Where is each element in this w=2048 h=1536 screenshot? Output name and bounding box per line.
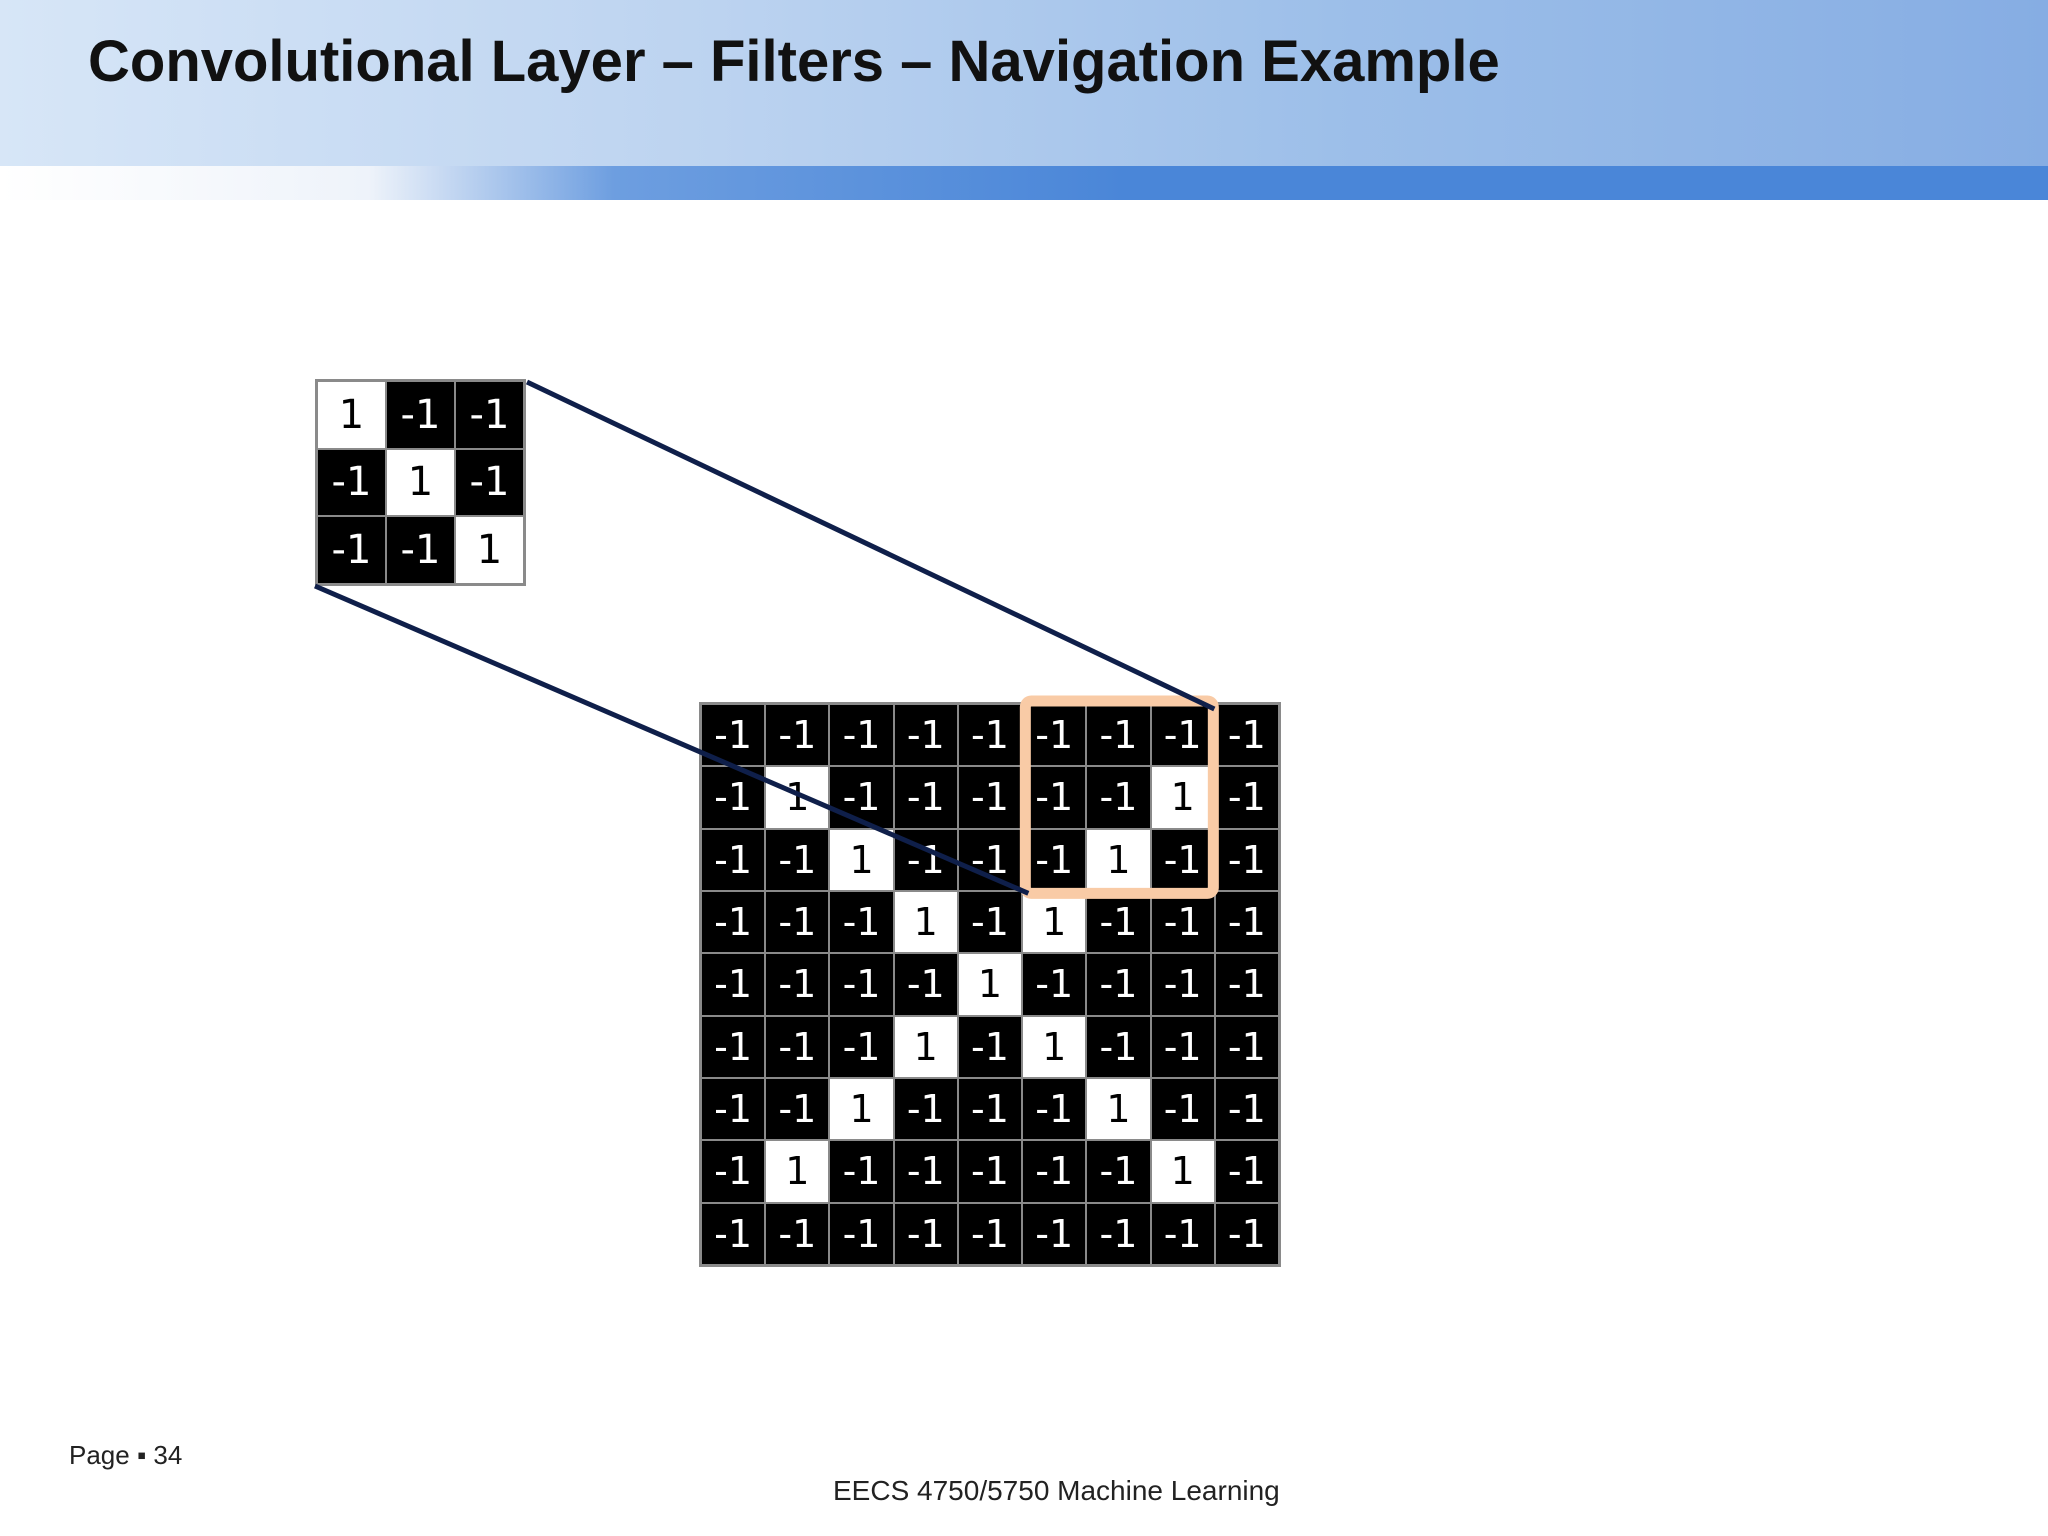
image-cell: -1	[893, 1077, 958, 1141]
header-stripe	[0, 166, 2048, 200]
filter-cell: -1	[386, 381, 455, 449]
image-cell: 1	[1086, 828, 1151, 891]
image-cell: 1	[893, 890, 958, 954]
image-cell: -1	[1086, 1202, 1151, 1265]
image-cell: -1	[1150, 1015, 1215, 1078]
image-cell: -1	[1022, 828, 1087, 891]
image-cell: -1	[765, 828, 830, 891]
image-cell: -1	[1214, 890, 1279, 954]
image-cell: -1	[829, 1140, 894, 1203]
image-cell: -1	[829, 704, 894, 767]
image-cell: -1	[701, 953, 766, 1016]
image-cell: -1	[893, 953, 958, 1016]
filter-cell: -1	[317, 448, 386, 517]
image-cell: 1	[1022, 890, 1087, 954]
image-cell: -1	[829, 766, 894, 829]
slide-title: Convolutional Layer – Filters – Navigati…	[88, 29, 1500, 94]
image-cell: -1	[701, 1140, 766, 1203]
image-cell: 1	[765, 1140, 830, 1203]
image-cell: -1	[957, 1202, 1023, 1265]
image-cell: -1	[893, 828, 958, 891]
image-cell: -1	[701, 828, 766, 891]
image-cell: -1	[1150, 1202, 1215, 1265]
image-cell: 1	[1150, 766, 1215, 829]
image-cell: -1	[765, 1202, 830, 1265]
image-cell: -1	[1214, 953, 1279, 1016]
image-cell: -1	[765, 953, 830, 1016]
image-cell: -1	[765, 890, 830, 954]
filter-cell: 1	[386, 448, 455, 517]
image-cell: -1	[1086, 766, 1151, 829]
image-cell: -1	[893, 1140, 958, 1203]
image-cell: 1	[1150, 1140, 1215, 1203]
image-cell: -1	[1214, 1077, 1279, 1141]
filter-cell: -1	[386, 516, 455, 584]
image-cell: -1	[829, 953, 894, 1016]
image-cell: -1	[893, 1202, 958, 1265]
image-cell: -1	[893, 766, 958, 829]
image-cell: -1	[765, 704, 830, 767]
image-cell: -1	[1086, 1140, 1151, 1203]
image-cell: 1	[893, 1015, 958, 1078]
image-cell: -1	[701, 1077, 766, 1141]
image-cell: -1	[1214, 828, 1279, 891]
image-cell: -1	[1086, 890, 1151, 954]
image-cell: -1	[701, 1202, 766, 1265]
image-cell: -1	[957, 890, 1023, 954]
filter-cell: -1	[455, 448, 524, 517]
image-cell: -1	[1022, 766, 1087, 829]
image-cell: -1	[957, 1077, 1023, 1141]
filter-cell: 1	[317, 381, 386, 449]
image-cell: -1	[1022, 1140, 1087, 1203]
image-cell: -1	[893, 704, 958, 767]
page-number: Page ▪ 34	[69, 1440, 183, 1470]
image-cell: -1	[1214, 1015, 1279, 1078]
image-cell: 1	[1086, 1077, 1151, 1141]
image-cell: -1	[701, 1015, 766, 1078]
image-cell: -1	[1150, 890, 1215, 954]
image-cell: -1	[1086, 953, 1151, 1016]
course-footer: EECS 4750/5750 Machine Learning	[833, 1475, 1280, 1506]
image-cell: 1	[1022, 1015, 1087, 1078]
image-cell: -1	[1086, 1015, 1151, 1078]
image-cell: -1	[1214, 1140, 1279, 1203]
image-cell: -1	[1214, 766, 1279, 829]
image-cell: 1	[765, 766, 830, 829]
filter-cell: -1	[317, 516, 386, 584]
image-cell: -1	[957, 766, 1023, 829]
connector-line-top	[525, 379, 1216, 712]
image-cell: -1	[1086, 704, 1151, 767]
image-cell: -1	[1022, 1077, 1087, 1141]
image-cell: -1	[1214, 1202, 1279, 1265]
image-cell: -1	[701, 704, 766, 767]
image-cell: -1	[957, 1140, 1023, 1203]
image-cell: -1	[701, 766, 766, 829]
image-cell: -1	[701, 890, 766, 954]
filter-cell: 1	[455, 516, 524, 584]
image-cell: -1	[765, 1077, 830, 1141]
image-cell: -1	[1150, 1077, 1215, 1141]
image-cell: -1	[957, 704, 1023, 767]
filter-cell: -1	[455, 381, 524, 449]
image-cell: -1	[1214, 704, 1279, 767]
image-cell: 1	[957, 953, 1023, 1016]
image-cell: -1	[1150, 704, 1215, 767]
image-cell: -1	[829, 1202, 894, 1265]
image-cell: -1	[765, 1015, 830, 1078]
image-cell: 1	[829, 1077, 894, 1141]
image-cell: 1	[829, 828, 894, 891]
image-cell: -1	[1022, 953, 1087, 1016]
image-cell: -1	[1150, 953, 1215, 1016]
image-cell: -1	[957, 1015, 1023, 1078]
image-cell: -1	[829, 890, 894, 954]
image-cell: -1	[1150, 828, 1215, 891]
header-band	[0, 0, 2048, 166]
image-cell: -1	[957, 828, 1023, 891]
image-cell: -1	[1022, 704, 1087, 767]
image-cell: -1	[1022, 1202, 1087, 1265]
image-cell: -1	[829, 1015, 894, 1078]
